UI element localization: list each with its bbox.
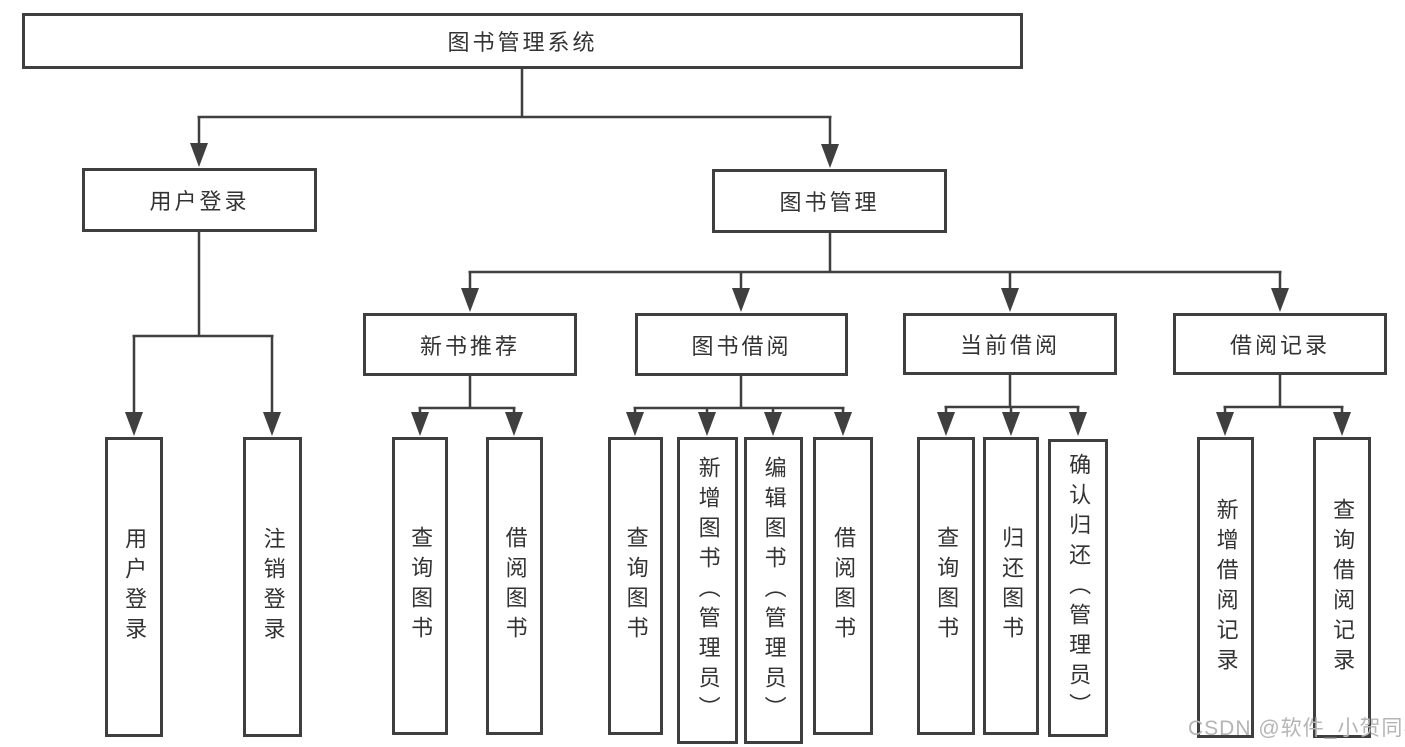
node-current-borrow: 当前借阅 (903, 313, 1117, 375)
node-new-books: 新书推荐 (363, 313, 577, 376)
arrow-icon (1216, 412, 1234, 436)
arrow-icon (411, 412, 429, 436)
node-leaf-br-search-record-label: 查询借阅记录 (1330, 497, 1356, 678)
node-leaf-nb-borrow-books-label: 借阅图书 (502, 526, 528, 646)
node-leaf-nb-borrow-books: 借阅图书 (486, 437, 543, 735)
node-leaf-cb-search-books-label: 查询图书 (934, 526, 960, 646)
node-book-borrow: 图书借阅 (635, 313, 848, 376)
node-new-books-label: 新书推荐 (419, 333, 520, 359)
arrow-icon (1069, 412, 1087, 436)
connector-user-login-children (132, 232, 274, 413)
node-leaf-bb-edit-books-admin: 编辑图书（管理员） (744, 437, 803, 744)
node-root-label: 图书管理系统 (447, 30, 598, 55)
node-leaf-logout-label: 注销登录 (260, 527, 286, 647)
arrow-icon (1001, 288, 1019, 312)
arrow-icon (190, 143, 208, 167)
arrow-icon (461, 288, 479, 312)
node-root: 图书管理系统 (22, 13, 1023, 69)
node-leaf-user-login-label: 用户登录 (122, 527, 148, 647)
arrow-icon (937, 412, 955, 436)
node-leaf-nb-search-books-label: 查询图书 (408, 526, 434, 646)
node-leaf-br-search-record: 查询借阅记录 (1313, 437, 1371, 738)
connector-new-books-children (418, 376, 516, 413)
node-leaf-cb-return-books: 归还图书 (983, 437, 1039, 735)
node-leaf-nb-search-books: 查询图书 (392, 437, 448, 735)
connector-current-borrow-children (944, 375, 1080, 413)
node-book-borrow-label: 图书借阅 (691, 333, 792, 359)
connector-root-to-level2 (197, 69, 832, 145)
node-leaf-br-add-record: 新增借阅记录 (1197, 437, 1254, 738)
arrowheads (125, 143, 1351, 436)
node-leaf-cb-return-books-label: 归还图书 (999, 526, 1025, 646)
node-current-borrow-label: 当前借阅 (959, 333, 1060, 358)
node-borrow-records: 借阅记录 (1173, 313, 1387, 375)
arrow-icon (1271, 288, 1289, 312)
arrow-icon (1333, 412, 1351, 436)
arrow-icon (1002, 412, 1020, 436)
connector-book-mgmt-children (468, 233, 1282, 289)
node-leaf-bb-search-books-label: 查询图书 (623, 526, 649, 646)
node-leaf-cb-confirm-return-admin-label: 确认归还（管理员） (1066, 453, 1092, 723)
node-leaf-br-add-record-label: 新增借阅记录 (1213, 497, 1239, 678)
node-borrow-records-label: 借阅记录 (1229, 333, 1330, 358)
node-leaf-bb-add-books-admin: 新增图书（管理员） (677, 437, 738, 744)
node-book-mgmt-label: 图书管理 (779, 190, 880, 215)
node-book-mgmt: 图书管理 (712, 169, 947, 233)
node-user-login-label: 用户登录 (149, 189, 250, 214)
node-leaf-bb-search-books: 查询图书 (608, 437, 663, 735)
node-leaf-bb-edit-books-admin-label: 编辑图书（管理员） (761, 455, 787, 726)
node-leaf-bb-add-books-admin-label: 新增图书（管理员） (695, 455, 721, 726)
node-leaf-user-login: 用户登录 (105, 437, 163, 737)
arrow-icon (698, 412, 716, 436)
arrow-icon (626, 412, 644, 436)
node-user-login: 用户登录 (82, 168, 317, 232)
node-leaf-bb-borrow-books: 借阅图书 (813, 437, 873, 735)
node-leaf-cb-confirm-return-admin: 确认归还（管理员） (1048, 439, 1108, 737)
arrow-icon (821, 144, 839, 168)
node-leaf-cb-search-books: 查询图书 (917, 437, 975, 735)
arrow-icon (764, 412, 782, 436)
connector-borrow-records-children (1223, 375, 1344, 413)
connector-book-borrow-children (633, 376, 845, 413)
arrow-icon (732, 288, 750, 312)
arrow-icon (834, 412, 852, 436)
arrow-icon (263, 412, 281, 436)
node-leaf-logout: 注销登录 (243, 437, 302, 737)
arrow-icon (125, 412, 143, 436)
arrow-icon (505, 412, 523, 436)
node-leaf-bb-borrow-books-label: 借阅图书 (831, 526, 857, 646)
